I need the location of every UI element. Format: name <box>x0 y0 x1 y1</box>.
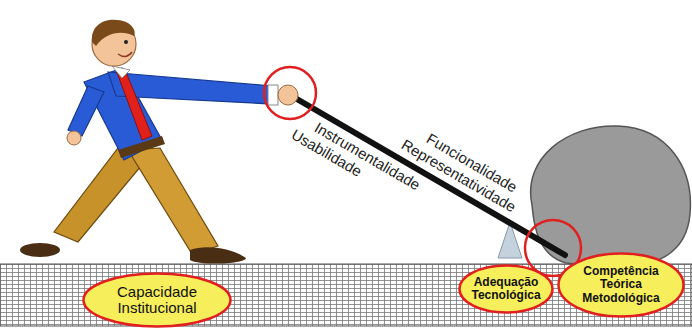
ellipse-shape <box>84 274 231 327</box>
node-label: Capacidade Institucional <box>97 284 217 317</box>
hair <box>92 20 135 46</box>
eye <box>124 40 128 44</box>
leg <box>128 148 218 254</box>
ellipse-node: Adequação Tecnológica <box>458 264 554 314</box>
cuff <box>268 85 278 105</box>
tie <box>116 70 152 140</box>
highlight-circle <box>264 67 316 119</box>
ellipse-shape <box>460 266 553 313</box>
ground <box>0 264 692 326</box>
arm <box>68 86 104 136</box>
ellipse-node: Competência Teórica Metodológica <box>557 252 685 318</box>
fist <box>278 85 298 105</box>
shoe <box>190 247 246 263</box>
mouth <box>118 52 132 57</box>
node-label: Adequação Tecnológica <box>466 276 546 302</box>
leg <box>54 148 146 242</box>
shoe <box>20 243 60 257</box>
lever-bar <box>290 95 565 255</box>
ellipse-node: Capacidade Institucional <box>82 272 232 328</box>
hand <box>67 131 81 145</box>
node-label: Competência Teórica Metodológica <box>573 265 669 305</box>
ellipse-shape <box>559 254 684 317</box>
collar <box>112 66 130 78</box>
